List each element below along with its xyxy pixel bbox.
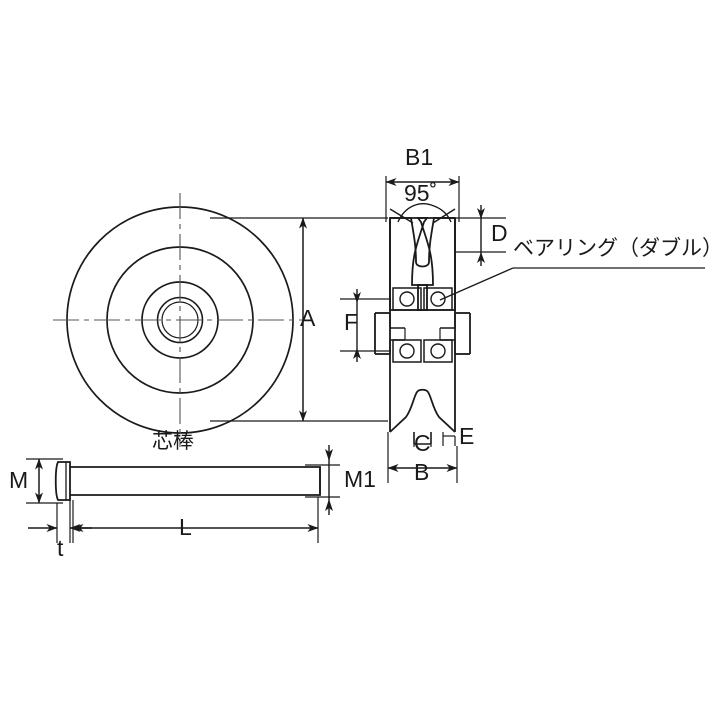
dimension-label-a: A	[300, 305, 316, 331]
dim-d-arrowhead-top	[477, 208, 485, 219]
dim-d-arrowhead-bottom	[477, 252, 485, 263]
dimension-l	[72, 497, 319, 543]
dimension-label-m1: M1	[344, 466, 376, 492]
bearing-ball-lower-left	[399, 343, 415, 359]
dimension-b1	[385, 176, 460, 222]
angle-leg-left	[389, 208, 414, 224]
dimension-c	[413, 432, 432, 447]
axle-pin-name-label: 芯棒	[152, 429, 194, 453]
dim-f-arrowhead-bottom	[353, 348, 361, 359]
dim-f-arrowhead-top	[353, 292, 361, 303]
dimension-label-f: F	[344, 309, 359, 335]
angle-arc-95	[397, 203, 452, 223]
side-section-view	[374, 217, 471, 445]
leader-line-bearing	[439, 267, 705, 301]
bearing-race-lower-right	[423, 339, 453, 363]
bearing-leader-diagonal	[439, 267, 514, 301]
pin-head-outline	[54, 461, 71, 501]
dimension-label-m: M	[9, 467, 29, 493]
dimension-label-b1: B1	[405, 144, 434, 170]
pin-shaft-outline	[70, 466, 321, 496]
dimension-label-e: E	[459, 423, 475, 449]
angle-leg-right	[432, 208, 456, 224]
bearing-ball-lower-right	[430, 343, 446, 359]
sheave-groove-bottom-profile	[389, 388, 456, 433]
dimension-d	[455, 205, 506, 266]
sheave-inner-step-right-upper	[440, 313, 456, 329]
bearing-race-lower-left	[392, 339, 422, 363]
dimension-label-d: D	[491, 220, 508, 246]
dimension-label-b: B	[414, 459, 430, 485]
groove-angle-indicator	[389, 203, 456, 224]
dimension-m1	[305, 445, 340, 515]
dimension-f	[340, 289, 391, 362]
axle-pin-view	[54, 461, 321, 501]
dimension-e	[442, 432, 456, 446]
bearing-race-upper-left	[392, 287, 422, 311]
dimension-label-c: C	[414, 430, 431, 456]
bearing-ball-upper-left	[399, 291, 415, 307]
dimension-label-t: t	[57, 535, 64, 561]
bearing-race-upper-right	[423, 287, 453, 311]
dimension-b	[387, 432, 458, 483]
dim-m1-arrowhead-bottom	[325, 499, 333, 511]
dimension-t	[28, 500, 92, 543]
bearing-ball-upper-right	[430, 291, 446, 307]
front-view-wheel	[53, 193, 307, 447]
dimension-a	[210, 217, 388, 422]
sheave-body-upper-outline-right	[416, 217, 456, 311]
dim-m1-arrowhead-top	[325, 449, 333, 461]
bearing-assembly	[392, 287, 453, 363]
sheave-groove-top-profile	[390, 217, 455, 268]
bearing-annotation-label: ベアリング（ダブル）	[513, 236, 713, 260]
sheave-body-upper-outline	[389, 217, 429, 311]
wheel-centerlines	[53, 193, 307, 447]
groove-angle-label: 95˚	[404, 180, 438, 206]
sheave-inner-step-left-upper	[389, 313, 405, 329]
dimension-label-l: L	[179, 514, 192, 540]
